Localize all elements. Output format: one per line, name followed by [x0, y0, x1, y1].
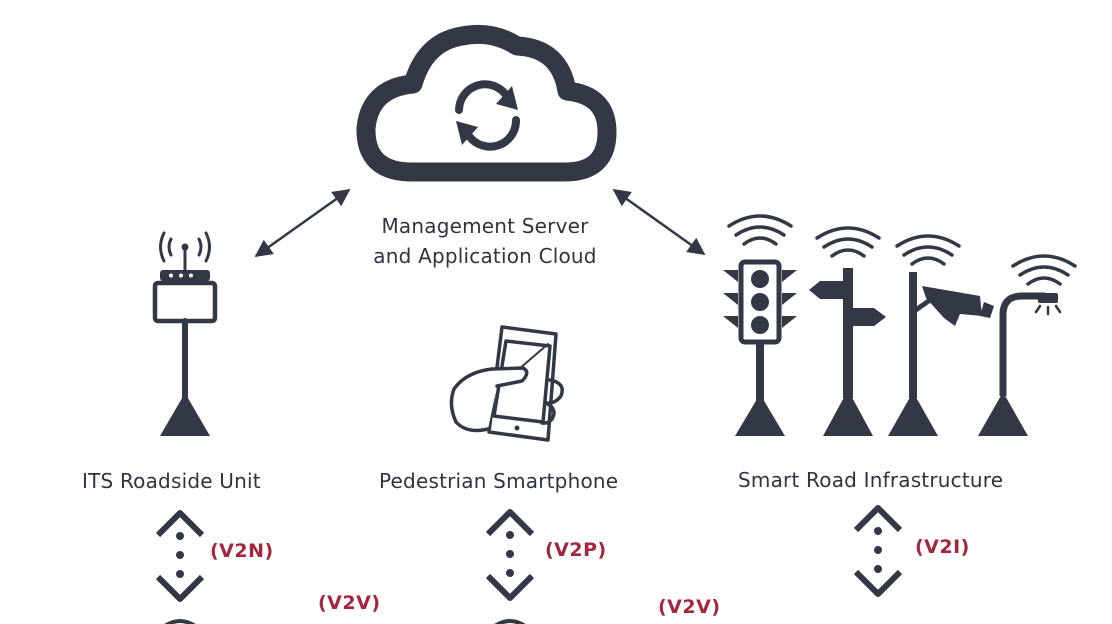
- link-connector-v2p: [485, 509, 535, 601]
- street-lamp-icon: [978, 254, 1077, 436]
- cloud-icon: [356, 24, 617, 182]
- vehicle-icon-left: [164, 619, 196, 624]
- smartphone-icon: [449, 325, 564, 442]
- arrow-cloud-roadside: [254, 188, 351, 258]
- sync-icon: [455, 80, 521, 151]
- cloud-label-line2: and Application Cloud: [373, 244, 597, 268]
- link-connector-v2n: [155, 510, 205, 602]
- v2i-tag: (V2I): [915, 536, 970, 558]
- v2n-tag: (V2N): [210, 540, 274, 562]
- v2p-tag: (V2P): [545, 539, 607, 561]
- roadside-unit-icon: [152, 231, 218, 436]
- cloud-label-line1: Management Server: [381, 214, 589, 238]
- traffic-light-icon: [723, 214, 797, 436]
- link-connector-v2i: [853, 505, 903, 597]
- infrastructure-label: Smart Road Infrastructure: [738, 468, 1004, 492]
- v2v-tag-left: (V2V): [318, 592, 381, 614]
- arrow-cloud-infrastructure: [612, 188, 706, 256]
- vehicle-icon-center: [494, 619, 526, 624]
- cloud-label: Management Server and Application Cloud: [340, 211, 630, 271]
- smartphone-label: Pedestrian Smartphone: [379, 469, 619, 493]
- camera-pole-icon: [888, 234, 994, 436]
- signpost-icon: [809, 226, 886, 436]
- v2v-tag-right: (V2V): [658, 596, 721, 618]
- roadside-unit-label: ITS Roadside Unit: [82, 469, 261, 493]
